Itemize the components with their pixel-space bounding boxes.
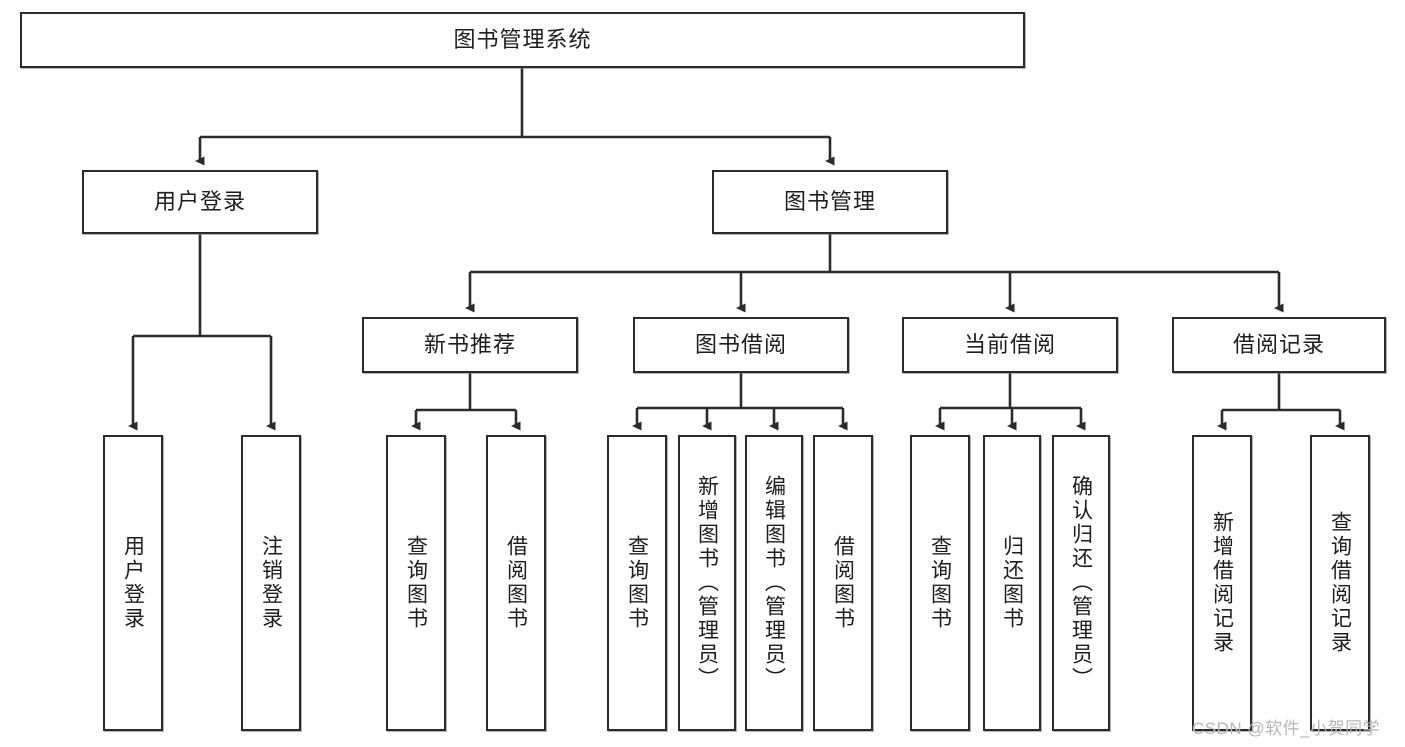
edges-new-book-recommend-to-leaves [411,373,521,431]
leaf-query-book-current-label: 查询图书 [928,535,952,631]
node-borrow-record-label: 借阅记录 [1232,331,1325,357]
node-root-system[interactable]: 图书管理系统 [20,12,1025,68]
leaf-borrow-book-borrow[interactable]: 借阅图书 [813,435,873,731]
edges-root-to-level2 [195,68,835,166]
edges-current-borrow-to-leaves [935,373,1086,431]
leaf-return-book-label: 归还图书 [1000,535,1024,631]
edges-user-login-to-leaves [128,234,276,431]
leaf-add-book-admin-label: 新增图书（管理员） [695,475,719,691]
leaf-user-logout-label: 注销登录 [259,535,283,631]
leaf-user-logout[interactable]: 注销登录 [241,435,301,731]
edges-book-manage-to-level3 [465,234,1284,313]
node-book-borrow-label: 图书借阅 [694,331,787,357]
node-user-login-label: 用户登录 [153,188,246,214]
leaf-return-book[interactable]: 归还图书 [983,435,1041,731]
leaf-user-login[interactable]: 用户登录 [103,435,163,731]
leaf-borrow-book-recommend[interactable]: 借阅图书 [486,435,546,731]
edges-borrow-record-to-leaves [1217,373,1345,431]
leaf-query-book-borrow[interactable]: 查询图书 [607,435,667,731]
node-current-borrow[interactable]: 当前借阅 [902,317,1118,373]
leaf-add-book-admin[interactable]: 新增图书（管理员） [678,435,736,731]
csdn-watermark: CSDN @软件_小贺同学 [1192,719,1381,738]
leaf-query-borrow-record[interactable]: 查询借阅记录 [1310,435,1370,731]
leaf-confirm-return-admin-label: 确认归还（管理员） [1069,475,1093,691]
leaf-add-borrow-record-label: 新增借阅记录 [1210,511,1234,655]
node-book-manage[interactable]: 图书管理 [712,170,948,234]
leaf-borrow-book-recommend-label: 借阅图书 [504,535,528,631]
node-root-label: 图书管理系统 [453,26,592,52]
node-new-book-recommend-label: 新书推荐 [423,331,516,357]
leaf-borrow-book-borrow-label: 借阅图书 [831,535,855,631]
edges-book-borrow-to-leaves [632,373,848,431]
leaf-edit-book-admin[interactable]: 编辑图书（管理员） [745,435,803,731]
node-book-manage-label: 图书管理 [783,188,876,214]
node-borrow-record[interactable]: 借阅记录 [1172,317,1386,373]
leaf-add-borrow-record[interactable]: 新增借阅记录 [1192,435,1252,731]
node-user-login[interactable]: 用户登录 [82,170,318,234]
leaf-query-borrow-record-label: 查询借阅记录 [1328,511,1352,655]
leaf-query-book-current[interactable]: 查询图书 [910,435,970,731]
leaf-edit-book-admin-label: 编辑图书（管理员） [762,475,786,691]
node-current-borrow-label: 当前借阅 [963,331,1056,357]
leaf-query-book-recommend[interactable]: 查询图书 [386,435,446,731]
leaf-query-book-recommend-label: 查询图书 [404,535,428,631]
leaf-confirm-return-admin[interactable]: 确认归还（管理员） [1052,435,1110,731]
node-book-borrow[interactable]: 图书借阅 [633,317,849,373]
leaf-query-book-borrow-label: 查询图书 [625,535,649,631]
leaf-user-login-label: 用户登录 [121,535,145,631]
node-new-book-recommend[interactable]: 新书推荐 [362,317,578,373]
